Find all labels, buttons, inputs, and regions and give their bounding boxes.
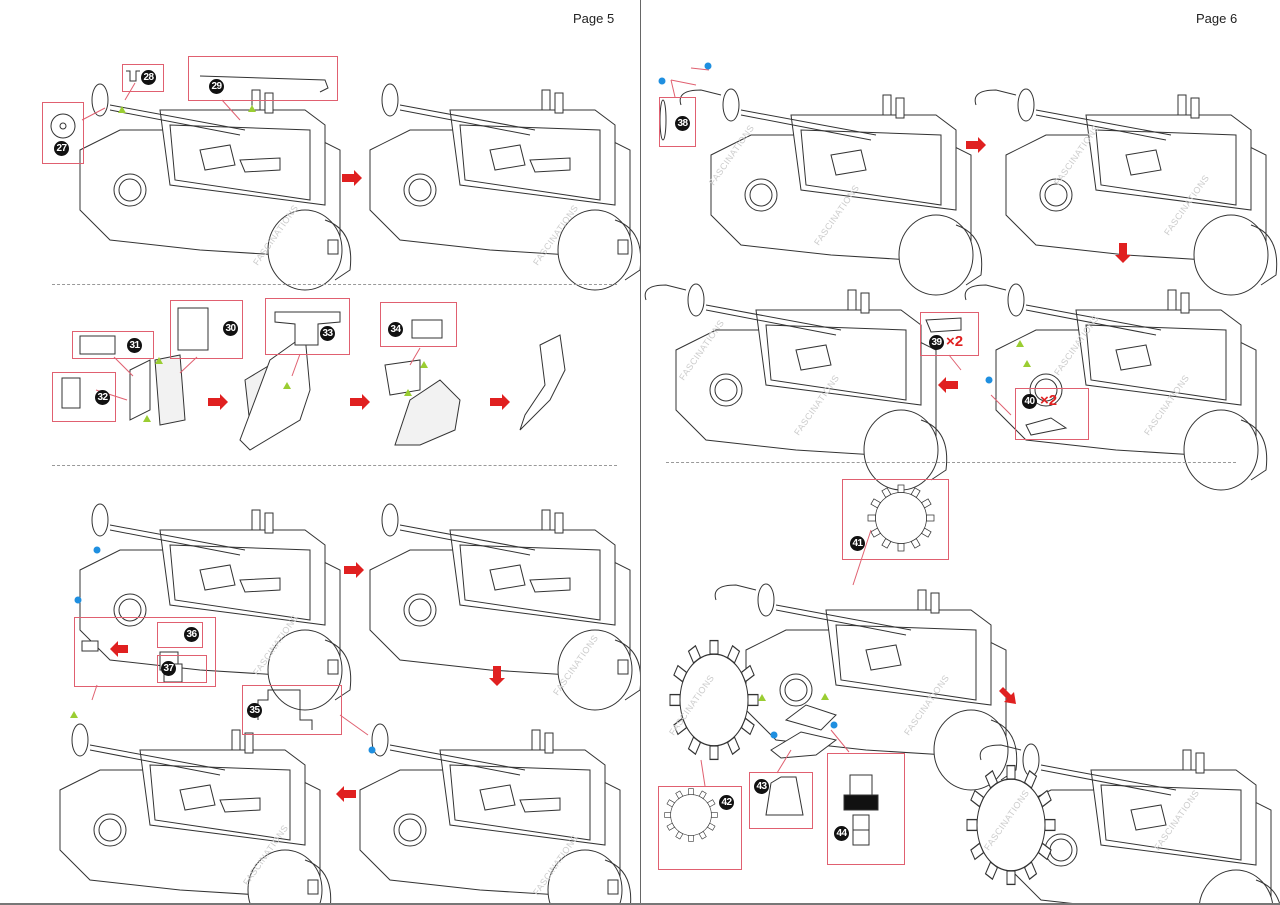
part-number-badge: 40 xyxy=(1022,394,1037,409)
part-callout-42: 42 xyxy=(658,786,742,870)
assembly-markers xyxy=(70,105,428,754)
part-number-badge: 35 xyxy=(247,703,262,718)
section-divider xyxy=(52,284,617,285)
part-number-badge: 32 xyxy=(95,390,110,405)
tractor-diagram xyxy=(679,88,983,296)
part-number-badge: 28 xyxy=(141,70,156,85)
part-number-badge: 27 xyxy=(54,141,69,156)
page-divider xyxy=(640,0,641,905)
part-callout-36: 36 xyxy=(157,622,203,648)
part-number-badge: 30 xyxy=(223,321,238,336)
part-callout-32: 32 xyxy=(52,372,116,422)
part-callout-28: 28 xyxy=(122,64,164,92)
page-6: Page 6 xyxy=(641,0,1280,905)
part-callout-35: 35 xyxy=(242,685,342,735)
part-number-badge: 43 xyxy=(754,779,769,794)
page-5: Page 5 xyxy=(42,11,642,905)
part-callout-29: 29 xyxy=(188,56,338,101)
part-number-badge: 38 xyxy=(675,116,690,131)
section-divider xyxy=(666,462,1236,463)
axle-parts xyxy=(765,704,879,846)
part-number-badge: 37 xyxy=(161,661,176,676)
part-callout-39: 39 ×2 xyxy=(920,312,979,356)
page-number: Page 5 xyxy=(573,11,615,26)
part-callout-36-37: 36 37 xyxy=(74,617,216,687)
page-bottom-border xyxy=(0,903,1280,905)
part-number-badge: 34 xyxy=(388,322,403,337)
part-callout-38: 38 xyxy=(659,97,696,147)
part-callout-40: 40 ×2 xyxy=(1015,388,1089,440)
part-number-badge: 39 xyxy=(929,335,944,350)
section-divider xyxy=(52,465,617,466)
part-callout-37: 37 xyxy=(157,655,207,683)
step-arrows xyxy=(110,170,510,802)
tractor-diagram xyxy=(964,283,1268,491)
tractor-diagram xyxy=(974,88,1278,296)
assembly-markers xyxy=(658,62,1031,739)
tractor-diagram xyxy=(369,503,642,711)
page-5-illustrations xyxy=(50,70,642,905)
part-number-badge: 41 xyxy=(850,536,865,551)
part-number-badge: 33 xyxy=(320,326,335,341)
tractor-diagram xyxy=(644,283,948,491)
part-number-badge: 31 xyxy=(127,338,142,353)
tractor-diagram xyxy=(369,83,642,291)
step-arrows xyxy=(938,137,1131,704)
part-callout-44: 44 xyxy=(827,753,905,865)
part-callout-31: 31 xyxy=(72,331,154,359)
part-callout-30: 30 xyxy=(170,300,243,359)
tractor-diagram xyxy=(79,83,352,291)
tractor-diagram xyxy=(59,723,332,905)
page-6-illustrations xyxy=(644,62,1280,905)
part-callout-34: 34 xyxy=(380,302,457,347)
part-callout-27: 27 xyxy=(42,102,84,164)
tractor-diagram xyxy=(359,723,632,905)
page-number: Page 6 xyxy=(1196,11,1238,26)
part-callout-41: 41 xyxy=(842,479,949,560)
part-number-badge: 29 xyxy=(209,79,224,94)
part-number-badge: 42 xyxy=(719,795,734,810)
part-number-badge: 44 xyxy=(834,826,849,841)
part-callout-43: 43 xyxy=(749,772,813,829)
quantity-label: ×2 xyxy=(1040,392,1058,409)
quantity-label: ×2 xyxy=(946,333,964,350)
part-callout-33: 33 xyxy=(265,298,350,355)
part-number-badge: 36 xyxy=(184,627,199,642)
